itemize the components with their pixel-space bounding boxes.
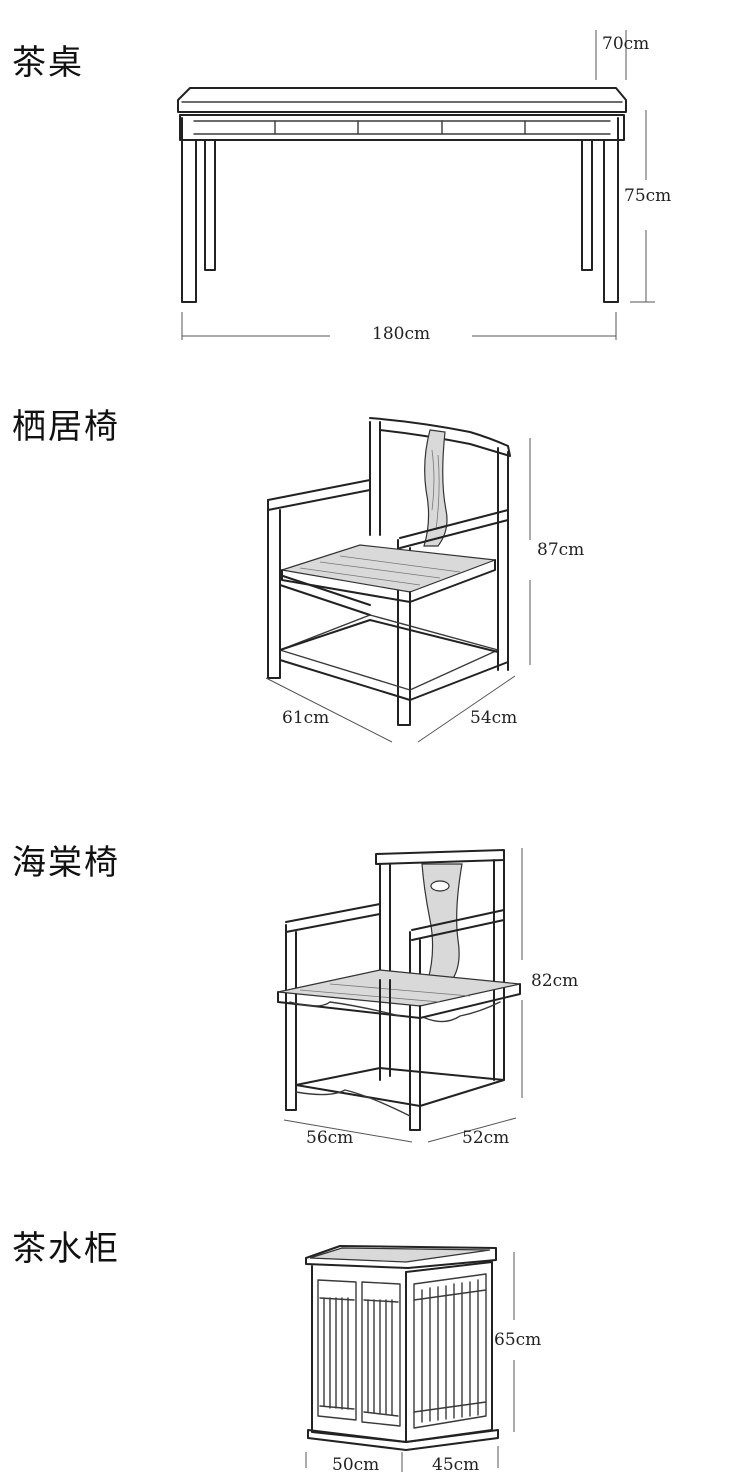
tea-cabinet-width-dim: 50cm: [332, 1455, 380, 1475]
haitang-chair-drawing: [277, 848, 523, 1143]
tea-table-length-dim: 180cm: [372, 324, 431, 344]
tea-cabinet-height-dim: 65cm: [494, 1330, 542, 1350]
qiju-chair-height-dim: 87cm: [537, 540, 585, 560]
tea-table-height-dim: 75cm: [624, 186, 672, 206]
section-tea-table: 茶桌 70cm 75cm 180cm: [0, 0, 750, 360]
tea-table-top-dim: 70cm: [602, 34, 650, 54]
haitang-chair-depth-dim: 52cm: [462, 1128, 510, 1148]
haitang-chair-width-dim: 56cm: [306, 1128, 354, 1148]
tea-cabinet-drawing: [305, 1245, 515, 1472]
tea-table-drawing: [177, 30, 655, 340]
section-qiju-chair: 栖居椅 87cm 61cm 54cm: [0, 360, 750, 780]
tea-cabinet-depth-dim: 45cm: [432, 1455, 480, 1475]
tea-table-title: 茶桌: [12, 43, 84, 83]
tea-cabinet-title: 茶水柜: [12, 1229, 120, 1269]
section-tea-cabinet: 茶水柜 65cm 50cm 45cm: [0, 1180, 750, 1481]
haitang-chair-title: 海棠椅: [12, 843, 120, 883]
qiju-chair-width-dim: 61cm: [282, 708, 330, 728]
qiju-chair-title: 栖居椅: [12, 407, 120, 447]
qiju-chair-drawing: [265, 417, 531, 743]
haitang-chair-height-dim: 82cm: [531, 971, 579, 991]
qiju-chair-depth-dim: 54cm: [470, 708, 518, 728]
section-haitang-chair: 海棠椅 82cm 56cm 52cm: [0, 780, 750, 1180]
